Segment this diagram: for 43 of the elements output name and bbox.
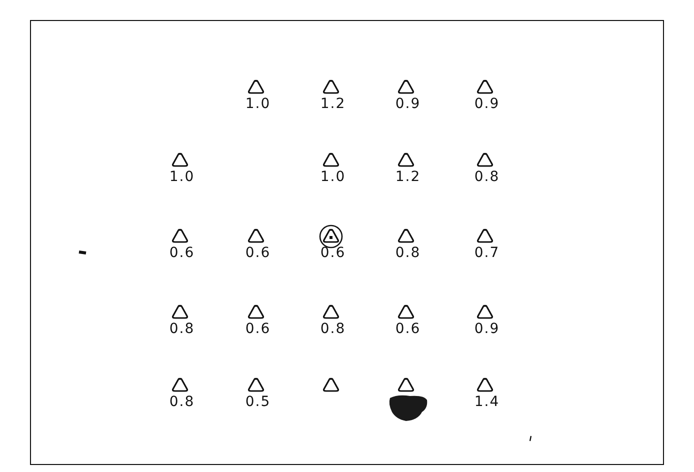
value-label: 1.2: [320, 97, 346, 111]
triangle-marker: [247, 303, 265, 321]
triangle-marker: [247, 376, 265, 394]
triangle-marker: [476, 227, 494, 245]
triangle-marker: [322, 151, 340, 169]
value-label: 1.2: [395, 170, 421, 184]
value-label: 0.6: [320, 246, 346, 260]
triangle-marker: [397, 303, 415, 321]
value-label: 0.8: [395, 246, 421, 260]
triangle-marker: [171, 227, 189, 245]
triangle-marker: [171, 376, 189, 394]
value-label: 0.5: [245, 395, 271, 409]
triangle-marker: [322, 376, 340, 394]
triangle-marker: [171, 151, 189, 169]
value-label: 0.9: [395, 97, 421, 111]
triangle-marker: [476, 151, 494, 169]
triangle-marker: [397, 78, 415, 96]
value-label: 0.6: [169, 246, 195, 260]
value-label: 0.8: [169, 322, 195, 336]
triangle-marker: [247, 78, 265, 96]
value-label: 0.8: [169, 395, 195, 409]
value-label: 1.0: [169, 170, 195, 184]
value-label: 0.7: [474, 246, 500, 260]
value-label: 0.8: [320, 322, 346, 336]
triangle-marker: [397, 151, 415, 169]
value-label: 1.0: [245, 97, 271, 111]
value-label: 0.6: [245, 322, 271, 336]
triangle-marker: [322, 78, 340, 96]
value-label: 0.9: [474, 322, 500, 336]
value-label: 0.8: [474, 170, 500, 184]
value-label: 0.6: [245, 246, 271, 260]
value-label: 1.4: [474, 395, 500, 409]
triangle-marker: [476, 303, 494, 321]
value-label: 1.0: [320, 170, 346, 184]
triangle-marker: [397, 227, 415, 245]
triangle-marker: [322, 303, 340, 321]
triangle-marker: [247, 227, 265, 245]
triangle-marker: [476, 376, 494, 394]
triangle-marker: [476, 78, 494, 96]
value-label: 0.6: [395, 322, 421, 336]
triangle-marker: [397, 376, 415, 394]
triangle-marker: [171, 303, 189, 321]
value-label: 0.9: [474, 97, 500, 111]
